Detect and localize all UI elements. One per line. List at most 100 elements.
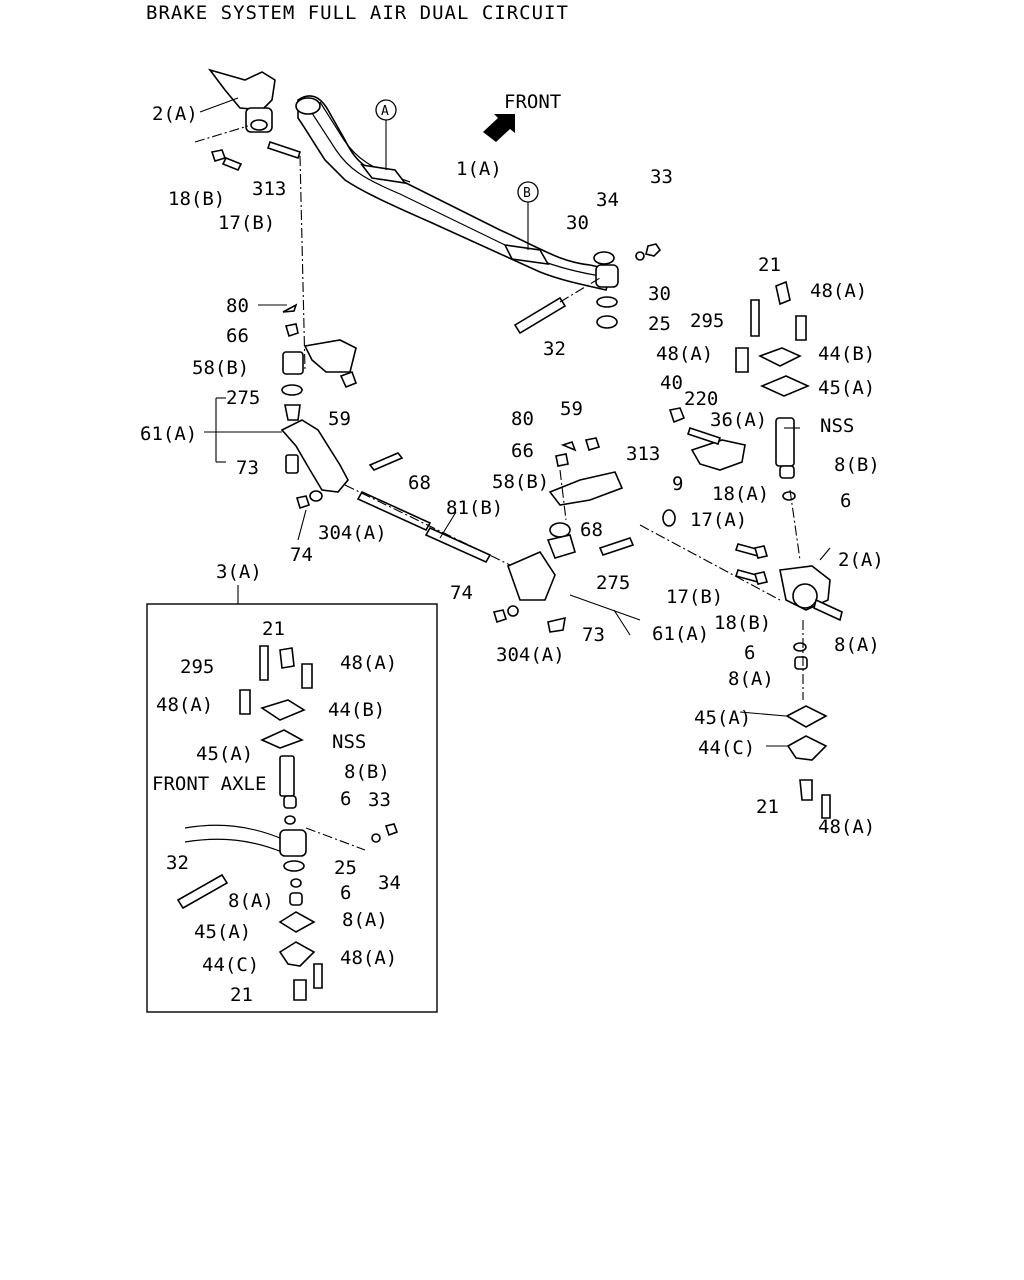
part-number-label: 6 [340,788,351,810]
part-number-label: 9 [672,473,683,495]
callout-b-marker: B [517,181,539,250]
part-number-label: 59 [328,408,351,430]
part-number-label: 295 [690,310,724,332]
part-number-label: 313 [252,178,286,200]
part-number-label: 8(A) [834,634,880,656]
part-number-label: 44(B) [328,699,385,721]
axle-beam [295,95,614,291]
part-number-label: 73 [236,457,259,479]
part-number-label: 2(A) [838,549,884,571]
part-number-label: 6 [840,490,851,512]
leader-lines [199,97,831,747]
part-number-label: 36(A) [710,409,767,431]
part-number-label: 48(A) [340,947,397,969]
part-number-label: 8(B) [834,454,880,476]
part-number-label: 45(A) [194,921,251,943]
part-number-label: 8(B) [344,761,390,783]
part-number-label: 48(A) [340,652,397,674]
part-number-label: 30 [648,283,671,305]
part-number-label: 32 [166,852,189,874]
part-number-label: 304(A) [496,644,565,666]
part-number-label: 8(A) [228,890,274,912]
part-number-label: 48(A) [810,280,867,302]
axle-end-hardware [513,243,662,335]
part-number-label: 304(A) [318,522,387,544]
part-number-label: 30 [566,212,589,234]
right-upper-plate-group [735,280,811,397]
part-number-label: 21 [230,984,253,1006]
part-number-label: 68 [408,472,431,494]
part-number-label: 17(A) [690,509,747,531]
part-number-label: 81(B) [446,497,503,519]
part-number-label: 275 [226,387,260,409]
front-axle-label: FRONT AXLE [152,773,266,795]
part-number-label: 33 [368,789,391,811]
part-number-label: 295 [180,656,214,678]
part-number-label: 80 [511,408,534,430]
part-number-label: NSS [820,415,854,437]
center-tie-rod-arm [492,437,635,633]
tie-rod-81b [344,484,511,566]
part-number-label: 21 [262,618,285,640]
front-direction-label: FRONT [504,91,561,113]
part-number-label: 18(B) [714,612,771,634]
part-number-label: 45(A) [196,743,253,765]
part-number-label: 80 [226,295,249,317]
part-number-label: 275 [596,572,630,594]
part-number-label: 45(A) [694,707,751,729]
part-number-label: 48(A) [656,343,713,365]
part-number-label: 25 [648,313,671,335]
part-number-labels: 2(A)18(B)17(B)3131(A)343330302532806658(… [140,103,884,1006]
callout-a-marker: A [375,99,397,170]
part-number-label: 17(B) [218,212,275,234]
part-number-label: 68 [580,519,603,541]
part-number-label: 74 [450,582,473,604]
part-number-label: 61(A) [652,623,709,645]
svg-text:B: B [523,186,531,201]
part-number-label: 313 [626,443,660,465]
svg-text:A: A [381,104,389,119]
part-number-label: 66 [511,440,534,462]
part-number-label: 40 [660,372,683,394]
part-number-label: 66 [226,325,249,347]
part-number-label: 21 [756,796,779,818]
part-number-label: 1(A) [456,158,502,180]
part-number-label: 44(C) [202,954,259,976]
part-number-label: 48(A) [156,694,213,716]
part-number-label: 3(A) [216,561,262,583]
part-number-label: NSS [332,731,366,753]
left-tie-rod-arm [280,419,404,510]
part-number-label: 6 [340,882,351,904]
part-number-label: 8(A) [342,909,388,931]
right-steering-knuckle [639,407,843,819]
part-number-label: 73 [582,624,605,646]
part-number-label: 2(A) [152,103,198,125]
part-number-label: 74 [290,544,313,566]
diagram-title: BRAKE SYSTEM FULL AIR DUAL CIRCUIT [146,2,569,24]
part-number-label: 32 [543,338,566,360]
inset-parts [176,645,399,1001]
part-number-label: 220 [684,388,718,410]
part-number-label: 25 [334,857,357,879]
left-upper-arm-group [281,303,358,421]
part-number-label: 61(A) [140,423,197,445]
part-number-label: 18(B) [168,188,225,210]
part-number-label: 58(B) [192,357,249,379]
part-number-label: 59 [560,398,583,420]
part-number-label: 33 [650,166,673,188]
part-number-label: 18(A) [712,483,769,505]
front-direction-arrow-icon [483,114,515,142]
left-steering-knuckle [194,68,306,371]
part-number-label: 6 [744,642,755,664]
part-number-label: 48(A) [818,816,875,838]
part-number-label: 21 [758,254,781,276]
part-number-label: 58(B) [492,471,549,493]
part-number-label: 34 [378,872,401,894]
part-number-label: 45(A) [818,377,875,399]
inset-detail-box [146,585,438,1013]
part-number-label: 34 [596,189,619,211]
part-number-label: 8(A) [728,668,774,690]
part-number-label: 44(C) [698,737,755,759]
part-number-label: 44(B) [818,343,875,365]
